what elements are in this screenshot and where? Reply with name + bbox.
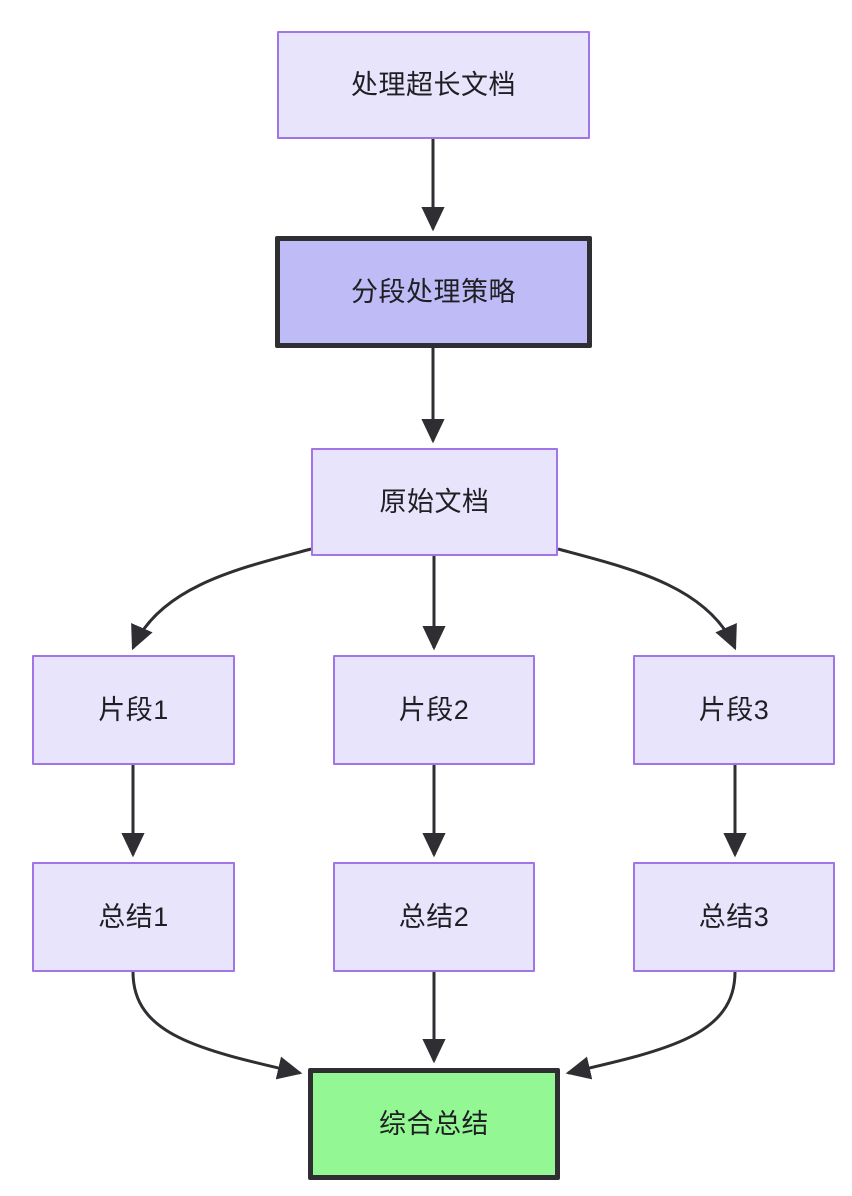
edge-source-to-chunk1	[131, 547, 312, 651]
node-label-final: 综合总结	[379, 1108, 489, 1139]
node-label-strategy: 分段处理策略	[351, 276, 516, 307]
edge-summary3-to-final	[565, 971, 737, 1080]
node-label-chunk3: 片段3	[698, 694, 770, 725]
node-chunk1[interactable]: 片段1	[32, 655, 235, 765]
node-label-summary3: 总结3	[698, 901, 770, 932]
node-final[interactable]: 综合总结	[308, 1068, 560, 1180]
node-strategy[interactable]: 分段处理策略	[275, 236, 592, 348]
node-chunk2[interactable]: 片段2	[333, 655, 535, 765]
node-label-summary2: 总结2	[398, 901, 470, 932]
edge-summary1-to-final	[131, 971, 303, 1080]
node-source[interactable]: 原始文档	[311, 448, 558, 556]
node-root[interactable]: 处理超长文档	[277, 31, 590, 139]
node-label-chunk1: 片段1	[98, 694, 169, 725]
node-label-root: 处理超长文档	[351, 69, 516, 100]
node-label-chunk2: 片段2	[398, 694, 470, 725]
node-summary1[interactable]: 总结1	[32, 862, 235, 972]
node-label-source: 原始文档	[379, 486, 490, 517]
node-label-summary1: 总结1	[98, 901, 169, 932]
node-summary2[interactable]: 总结2	[333, 862, 535, 972]
node-chunk3[interactable]: 片段3	[633, 655, 835, 765]
edge-source-to-chunk3	[557, 547, 737, 651]
node-summary3[interactable]: 总结3	[633, 862, 835, 972]
